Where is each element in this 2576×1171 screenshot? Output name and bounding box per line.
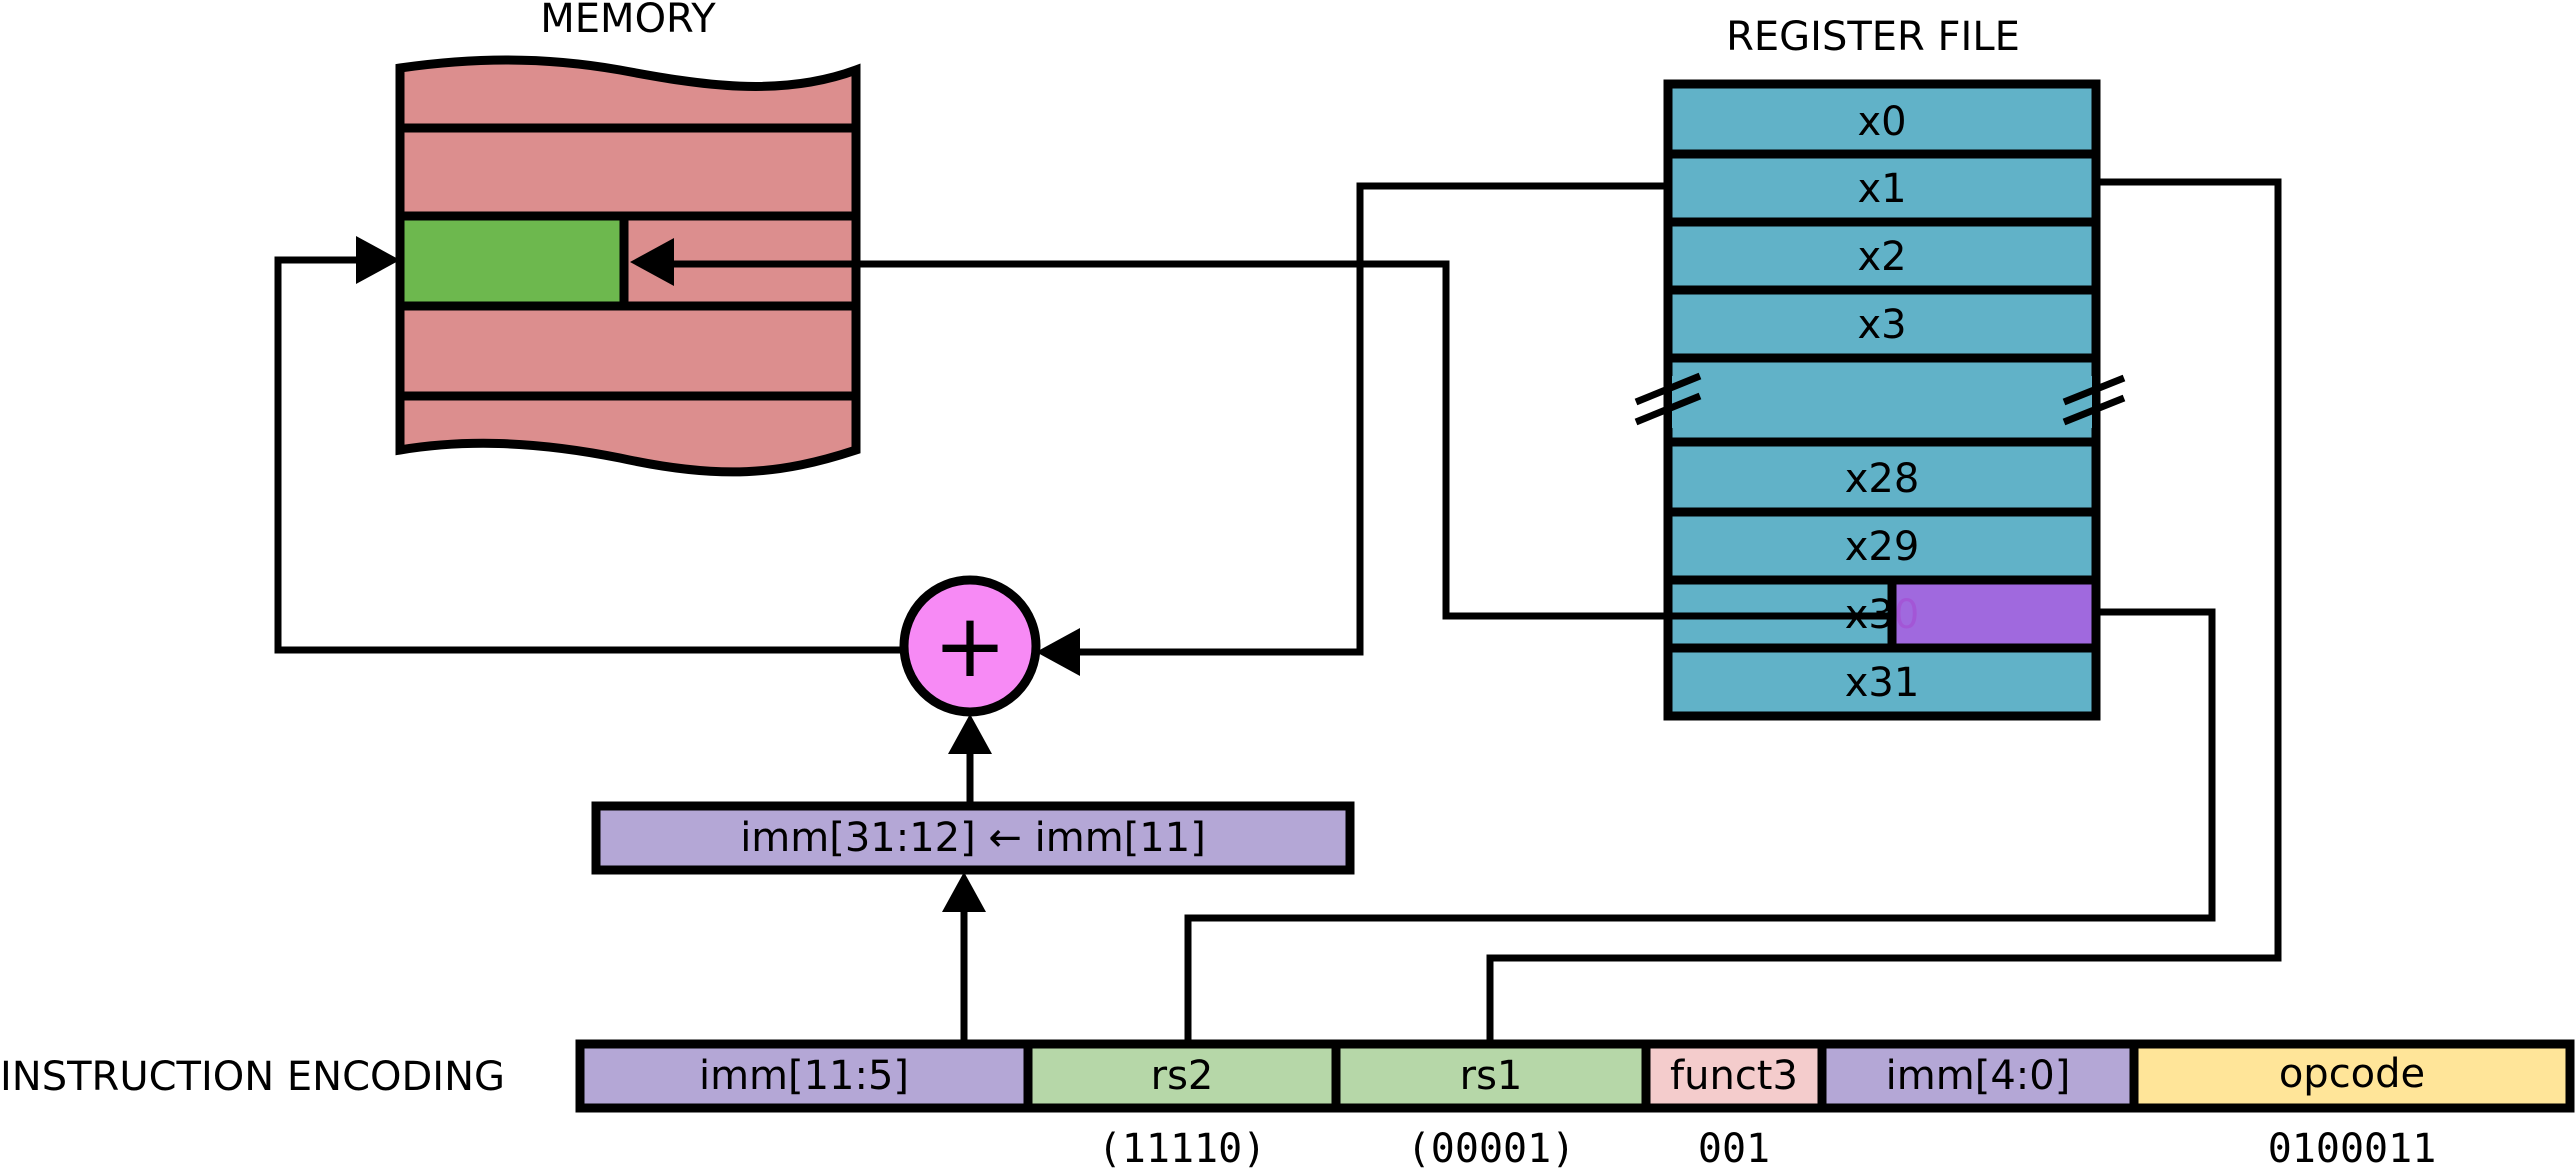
register-file-title: REGISTER FILE	[1726, 14, 2020, 60]
field-opcode-label: opcode	[2279, 1051, 2425, 1097]
register-x28: x28	[1845, 456, 1920, 502]
adder-plus-icon: +	[933, 594, 1007, 697]
register-x31: x31	[1845, 660, 1920, 706]
sign-extend-box	[591, 801, 1355, 875]
field-imm-11-5-label: imm[11:5]	[699, 1053, 909, 1099]
memory-title: MEMORY	[540, 0, 716, 42]
field-funct3-label: funct3	[1670, 1053, 1798, 1099]
field-opcode	[2129, 1039, 2575, 1113]
register-x3: x3	[1857, 302, 1906, 348]
memory-target-word	[395, 211, 629, 311]
register-x2: x2	[1857, 234, 1906, 280]
rs2-value: (11110)	[1098, 1126, 1267, 1171]
wire-x30-to-memory-data	[672, 260, 1892, 620]
wire-rs1-select	[1486, 178, 2282, 1044]
field-rs2-label: rs2	[1151, 1053, 1214, 1099]
register-x1: x1	[1857, 166, 1906, 212]
address-adder: +	[899, 575, 1041, 717]
arrowhead-adder-base	[1036, 628, 1080, 676]
register-gap-break-right	[2062, 374, 2126, 428]
instruction-encoding-title: INSTRUCTION ENCODING	[0, 1054, 505, 1100]
register-gap-break-left	[1634, 372, 1702, 428]
wire-adder-to-memory-address	[274, 256, 904, 654]
wire-rs2-select	[1184, 608, 2216, 1044]
rs1-value: (00001)	[1407, 1126, 1576, 1171]
arrowhead-memory-address	[356, 236, 400, 284]
register-x30-highlight	[1887, 575, 2101, 653]
sign-extend-unit: imm[31:12] ← imm[11]	[591, 801, 1355, 875]
register-file: x0 x1 x2 x3 x28 x29 x31 x30	[1634, 79, 2126, 721]
field-rs1-label: rs1	[1460, 1053, 1523, 1099]
register-x0: x0	[1857, 99, 1906, 145]
funct3-value: 001	[1698, 1126, 1770, 1171]
adder-circle	[899, 575, 1041, 717]
arrowhead-adder-offset	[948, 714, 992, 754]
memory-block	[395, 55, 861, 477]
wire-x1-to-adder	[1076, 182, 1668, 656]
sign-extend-label: imm[31:12] ← imm[11]	[740, 815, 1206, 861]
field-imm-4-0-label: imm[4:0]	[1886, 1053, 2071, 1099]
arrowhead-memory-data	[630, 238, 674, 286]
arrowhead-sign-extend	[942, 872, 986, 912]
instruction-encoding: imm[11:5] rs2 rs1 funct3 imm[4:0] opcode…	[575, 1039, 2575, 1171]
opcode-value: 0100011	[2268, 1126, 2437, 1171]
register-x29: x29	[1845, 524, 1920, 570]
